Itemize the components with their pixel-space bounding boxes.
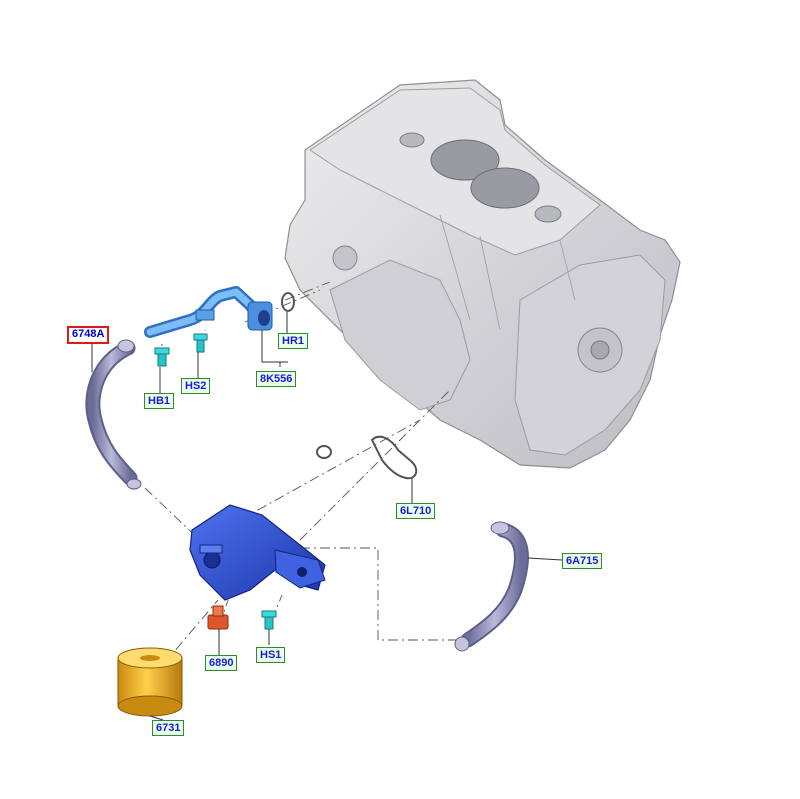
leader-lines (91, 312, 563, 721)
small-o-ring (316, 445, 332, 459)
callout-6A715[interactable]: 6A715 (562, 553, 603, 569)
cylinder-bore-1 (430, 139, 500, 181)
callout-HS1[interactable]: HS1 (256, 647, 286, 663)
callout-6890[interactable]: 6890 (205, 655, 238, 671)
callout-HS2[interactable]: HS2 (181, 378, 211, 394)
callout-HR1[interactable]: HR1 (278, 333, 309, 349)
callout-6731[interactable]: 6731 (152, 720, 185, 736)
bolt-HB1 (154, 347, 170, 367)
hose-6A715 (454, 521, 529, 652)
callout-6L710[interactable]: 6L710 (396, 503, 436, 519)
oil-filter-housing (189, 504, 326, 601)
callout-HB1[interactable]: HB1 (144, 393, 175, 409)
oil-filter-6731 (117, 647, 183, 717)
engine-block (284, 79, 681, 469)
bolt-HS2 (193, 333, 208, 353)
coolant-pipe-8K556 (144, 286, 273, 338)
cylinder-bore-2 (470, 167, 540, 209)
gasket-6L710 (370, 435, 418, 480)
hose-6748A (85, 339, 142, 490)
bolt-HS1 (261, 610, 277, 630)
o-ring-HR1 (281, 292, 295, 312)
sensor-6890 (207, 605, 229, 630)
callout-8K556[interactable]: 8K556 (256, 371, 297, 387)
callout-6748A[interactable]: 6748A (67, 326, 110, 344)
